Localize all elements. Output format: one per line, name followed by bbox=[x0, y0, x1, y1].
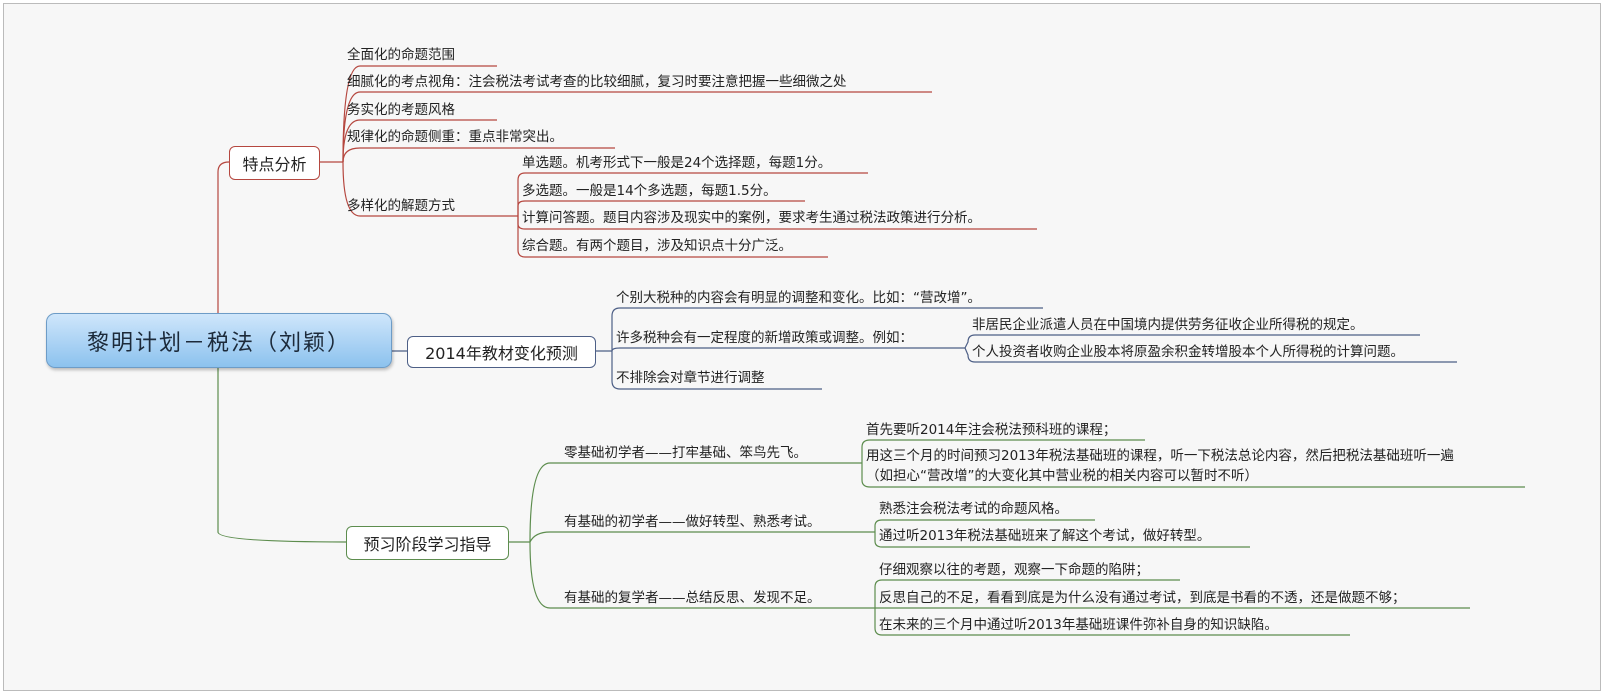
leaf-node[interactable]: 务实化的考题风格 bbox=[347, 102, 455, 118]
leaf-node[interactable]: 个人投资者收购企业股本将原盈余积金转增股本个人所得税的计算问题。 bbox=[972, 344, 1404, 360]
leaf-node[interactable]: 计算问答题。题目内容涉及现实中的案例，要求考生通过税法政策进行分析。 bbox=[522, 210, 981, 226]
leaf-node[interactable]: 通过听2013年税法基础班来了解这个考试，做好转型。 bbox=[879, 528, 1211, 544]
leaf-node[interactable]: 用这三个月的时间预习2013年税法基础班的课程，听一下税法总论内容，然后把税法基… bbox=[866, 448, 1454, 464]
leaf-node[interactable]: 非居民企业派遣人员在中国境内提供劳务征收企业所得税的规定。 bbox=[972, 317, 1364, 333]
branch-node-features[interactable]: 特点分析 bbox=[229, 146, 320, 180]
leaf-node[interactable]: 多样化的解题方式 bbox=[347, 198, 455, 214]
branch1-lines bbox=[318, 65, 1037, 258]
leaf-node[interactable]: 有基础的初学者——做好转型、熟悉考试。 bbox=[564, 514, 821, 530]
branch2-lines bbox=[594, 307, 1457, 390]
leaf-node[interactable]: 规律化的命题侧重：重点非常突出。 bbox=[347, 129, 563, 145]
leaf-node[interactable]: 许多税种会有一定程度的新增政策或调整。例如： bbox=[616, 330, 913, 346]
leaf-node[interactable]: 细腻化的考点视角：注会税法考试考查的比较细腻，复习时要注意把握一些细微之处 bbox=[347, 74, 847, 90]
trunk-green bbox=[217, 366, 347, 543]
leaf-node[interactable]: 熟悉注会税法考试的命题风格。 bbox=[879, 501, 1068, 517]
leaf-node[interactable]: 多选题。一般是14个多选题，每题1.5分。 bbox=[522, 183, 777, 199]
leaf-node[interactable]: 有基础的复学者——总结反思、发现不足。 bbox=[564, 590, 821, 606]
leaf-node[interactable]: 个别大税种的内容会有明显的调整和变化。比如：“营改增”。 bbox=[616, 290, 981, 306]
branch3-lines bbox=[507, 439, 1525, 636]
leaf-node[interactable]: 全面化的命题范围 bbox=[347, 47, 455, 63]
leaf-node[interactable]: 综合题。有两个题目，涉及知识点十分广泛。 bbox=[522, 238, 792, 254]
leaf-node[interactable]: 仔细观察以往的考题，观察一下命题的陷阱； bbox=[879, 562, 1149, 578]
leaf-node[interactable]: 反思自己的不足，看看到底是为什么没有通过考试，到底是书看的不透，还是做题不够； bbox=[879, 590, 1406, 606]
root-node[interactable]: 黎明计划－税法（刘颖） bbox=[46, 313, 392, 368]
leaf-node[interactable]: 单选题。机考形式下一般是24个选择题，每题1分。 bbox=[522, 155, 832, 171]
leaf-node[interactable]: 首先要听2014年注会税法预科班的课程； bbox=[866, 422, 1117, 438]
leaf-node[interactable]: 在未来的三个月中通过听2013年基础班课件弥补自身的知识缺陷。 bbox=[879, 617, 1278, 633]
branch-node-study-guide[interactable]: 预习阶段学习指导 bbox=[346, 526, 509, 560]
leaf-node[interactable]: 零基础初学者——打牢基础、笨鸟先飞。 bbox=[564, 445, 807, 461]
branch-node-textbook-changes[interactable]: 2014年教材变化预测 bbox=[407, 336, 596, 368]
leaf-node[interactable]: （如担心“营改增”的大变化其中营业税的相关内容可以暂时不听） bbox=[866, 468, 1258, 484]
trunk-red bbox=[217, 161, 230, 313]
leaf-node[interactable]: 不排除会对章节进行调整 bbox=[616, 370, 765, 386]
